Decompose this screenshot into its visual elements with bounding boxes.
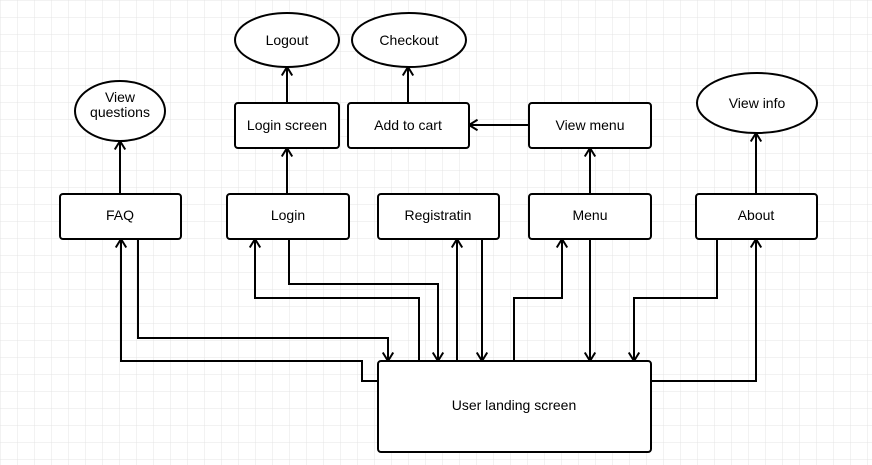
node-view-menu[interactable]: View menu xyxy=(528,102,652,149)
node-logout-label: Logout xyxy=(266,32,309,48)
node-menu[interactable]: Menu xyxy=(528,193,652,240)
edge-landing-to-menu xyxy=(513,239,563,361)
edge-login-to-landing xyxy=(288,239,439,361)
node-view-questions[interactable]: View questions xyxy=(74,80,166,142)
node-view-questions-label-2: questions xyxy=(90,104,150,120)
edge-landing-to-about xyxy=(651,239,757,382)
node-login-label: Login xyxy=(271,207,305,223)
edge-landing-to-faq xyxy=(120,239,378,382)
node-view-info[interactable]: View info xyxy=(696,72,818,134)
node-add-to-cart-label: Add to cart xyxy=(374,117,442,133)
node-view-info-label: View info xyxy=(729,95,786,111)
edge-landing-to-login xyxy=(254,239,420,361)
node-logout[interactable]: Logout xyxy=(234,12,340,68)
edge-about-to-landing xyxy=(633,239,718,361)
node-user-landing-screen[interactable]: User landing screen xyxy=(377,360,652,453)
node-login-screen[interactable]: Login screen xyxy=(234,102,340,149)
node-view-menu-label: View menu xyxy=(555,117,624,133)
node-login-screen-label: Login screen xyxy=(247,117,327,133)
node-registration[interactable]: Registratin xyxy=(377,193,500,240)
node-user-landing-screen-label: User landing screen xyxy=(452,397,577,413)
node-checkout[interactable]: Checkout xyxy=(351,12,467,68)
node-faq-label: FAQ xyxy=(106,207,134,223)
edge-faq-to-landing xyxy=(137,239,389,361)
node-menu-label: Menu xyxy=(572,207,607,223)
node-checkout-label: Checkout xyxy=(379,32,438,48)
node-about-label: About xyxy=(738,207,775,223)
node-login[interactable]: Login xyxy=(226,193,350,240)
node-about[interactable]: About xyxy=(695,193,818,240)
node-add-to-cart[interactable]: Add to cart xyxy=(347,102,470,149)
node-view-questions-label-1: View xyxy=(105,89,136,105)
node-registration-label: Registratin xyxy=(405,207,472,223)
node-faq[interactable]: FAQ xyxy=(59,193,182,240)
